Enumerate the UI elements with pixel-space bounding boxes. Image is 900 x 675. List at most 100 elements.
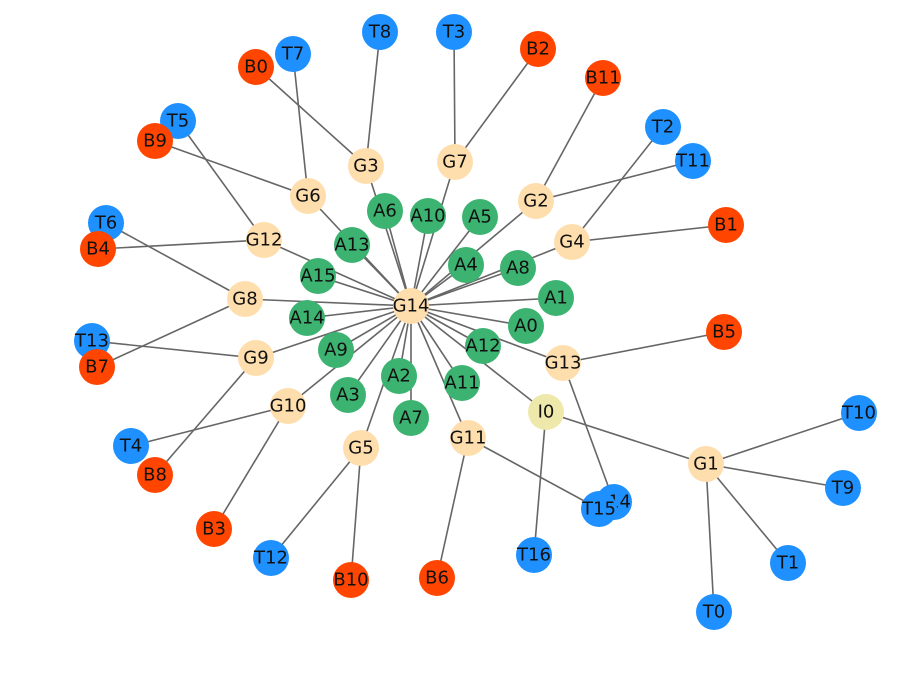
node-label-b1: B1 [714,215,738,236]
edge-g1-t9 [705,463,844,489]
node-label-t0: T0 [702,602,725,623]
node-t0: T0 [696,594,732,630]
node-label-b10: B10 [333,570,368,591]
node-t1: T1 [770,545,806,581]
node-label-b8: B8 [143,465,167,486]
node-b10: B10 [333,562,369,598]
node-circle-a14 [289,300,325,336]
node-a14: A14 [289,300,325,336]
node-circle-b11 [585,60,621,96]
edge-g3-b0 [255,66,367,167]
node-b1: B1 [708,207,744,243]
node-label-b2: B2 [526,39,550,60]
node-label-g13: G13 [545,353,582,374]
node-label-b7: B7 [85,357,109,378]
node-b8: B8 [137,457,173,493]
edge-g1-t10 [705,412,860,465]
node-circle-t2 [645,109,681,145]
node-g13: G13 [545,345,582,381]
node-label-b4: B4 [86,239,110,260]
node-circle-a6 [367,193,403,229]
node-a15: A15 [300,258,336,294]
node-circle-b1 [708,207,744,243]
node-label-t11: T11 [675,151,710,172]
node-label-t12: T12 [253,548,288,569]
node-label-t6: T6 [94,213,117,234]
edge-g14-a0 [410,305,527,327]
node-label-g9: G9 [243,348,268,369]
node-circle-g8 [227,281,263,317]
node-circle-b3 [196,511,232,547]
node-circle-b8 [137,457,173,493]
node-b5: B5 [706,314,742,350]
node-circle-t7 [275,36,311,72]
node-i0: I0 [528,394,564,430]
node-label-a14: A14 [289,308,324,329]
node-label-t15: T15 [581,499,616,520]
node-circle-t3 [436,14,472,50]
node-g6: G6 [290,178,326,214]
node-label-b9: B9 [143,131,167,152]
edge-g2-t11 [535,160,694,202]
edge-g9-b8 [154,357,257,476]
node-b6: B6 [419,560,455,596]
node-label-t3: T3 [442,22,465,43]
node-g5: G5 [343,430,379,466]
edge-g2-b11 [535,77,604,202]
node-circle-g11 [450,420,486,456]
edge-i0-t16 [533,411,547,556]
node-t16: T16 [516,537,552,573]
node-label-a1: A1 [544,288,568,309]
node-g3: G3 [348,148,384,184]
node-circle-b7 [79,349,115,385]
node-label-t10: T10 [841,403,876,424]
edge-g9-t13 [91,340,257,359]
node-label-b6: B6 [425,568,449,589]
node-b3: B3 [196,511,232,547]
edge-g10-b3 [213,405,289,530]
node-circle-g4 [554,224,590,260]
node-label-i0: I0 [538,402,555,423]
node-label-a2: A2 [387,366,411,387]
edge-g12-b4 [97,239,265,250]
edge-g14-a3 [347,305,412,396]
node-label-t16: T16 [516,545,551,566]
node-label-a11: A11 [444,373,479,394]
edge-g5-b10 [350,447,362,581]
node-label-a12: A12 [465,336,500,357]
node-t10: T10 [841,395,877,431]
node-circle-g1 [688,446,724,482]
node-g12: G12 [246,222,282,258]
edge-g6-t7 [292,53,309,197]
node-circle-a9 [318,332,354,368]
node-circle-a10 [410,198,446,234]
edge-g4-t2 [571,126,664,243]
node-circle-t11 [675,143,711,179]
node-circle-g14 [393,288,429,324]
node-t2: T2 [645,109,681,145]
node-circle-a3 [330,377,366,413]
node-circle-b2 [520,31,556,67]
node-a8: A8 [500,250,536,286]
node-label-g11: G11 [450,428,487,449]
node-b2: B2 [520,31,556,67]
node-label-b0: B0 [244,57,268,78]
node-g10: G10 [270,388,306,424]
node-b0: B0 [238,49,274,85]
node-label-t5: T5 [166,111,189,132]
node-label-g7: G7 [442,152,467,173]
node-t9: T9 [825,470,861,506]
node-circle-a7 [393,400,429,436]
node-g2: G2 [518,183,554,219]
node-a5: A5 [462,199,498,235]
edge-g7-t3 [453,31,456,163]
node-circle-t10 [841,395,877,431]
edge-g3-t8 [365,31,381,167]
edge-g10-t4 [130,405,289,447]
node-circle-a8 [500,250,536,286]
node-b7: B7 [79,349,115,385]
node-circle-g2 [518,183,554,219]
edge-g14-g9 [255,305,412,359]
node-b11: B11 [585,60,621,96]
